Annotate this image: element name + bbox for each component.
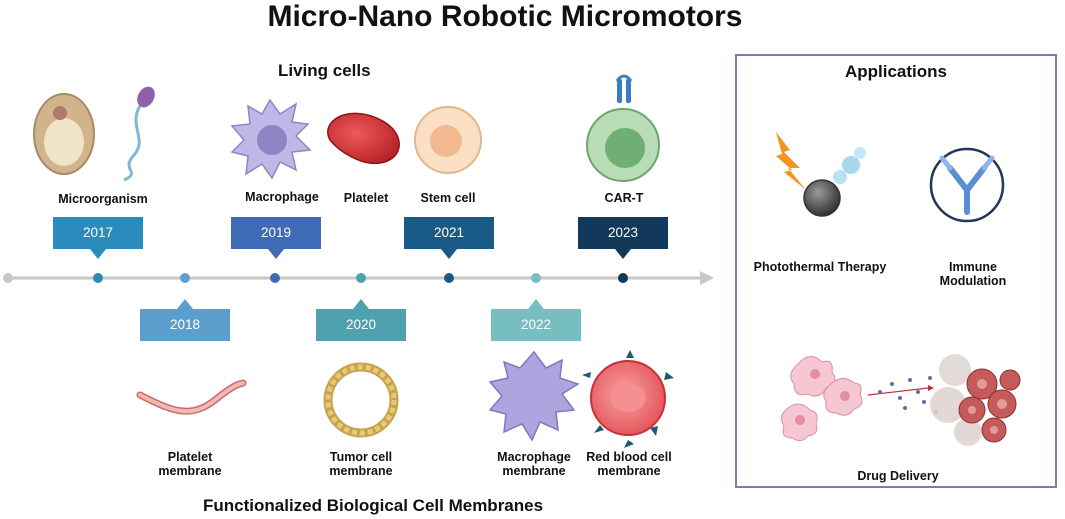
label-rbc-membrane: Red blood cell membrane [574,450,684,478]
year-2018: 2018 [140,299,230,341]
photothermal-icon [776,132,866,217]
label-stem-cell: Stem cell [420,191,476,205]
label-platelet-membrane-line2: membrane [158,464,222,478]
label-tumor-membrane: Tumor cell membrane [311,450,411,478]
immune-modulation-icon [929,147,1005,223]
rbc-membrane-icon [582,350,674,448]
label-rbc-membrane-line2: membrane [597,464,661,478]
applications-heading: Applications [844,62,947,81]
tumor-membrane-icon [323,362,399,438]
label-photothermal-therapy: Photothermal Therapy [753,260,887,274]
timeline-dots [93,273,628,283]
year-2017: 2017 [53,217,143,259]
microorganism-cell-icon [33,93,95,175]
timeline-axis [3,271,714,285]
macrophage-membrane-icon [488,350,580,442]
label-tumor-membrane-line2: membrane [329,464,393,478]
label-tumor-membrane-line1: Tumor cell [329,450,393,464]
label-car-t: CAR-T [604,191,644,205]
label-macrophage-membrane-line1: Macrophage [497,450,571,464]
year-2020: 2020 [316,299,406,341]
label-immune-modulation: Immune Modulation [939,260,1007,288]
platelet-cell-icon [327,112,400,165]
page-title: Micro-Nano Robotic Micromotors [267,0,743,33]
membranes-heading: Functionalized Biological Cell Membranes [203,496,544,515]
year-2021: 2021 [404,217,494,259]
applications-panel [735,54,1057,488]
label-macrophage-membrane: Macrophage membrane [484,450,584,478]
label-macrophage-membrane-line2: membrane [502,464,566,478]
label-platelet-membrane: Platelet membrane [140,450,240,478]
stem-cell-icon [414,106,482,174]
car-t-cell-icon [586,74,660,182]
label-platelet-membrane-line1: Platelet [167,450,213,464]
year-2022: 2022 [491,299,581,341]
living-cells-heading: Living cells [278,61,371,80]
label-drug-delivery: Drug Delivery [857,469,939,483]
label-microorganism: Microorganism [58,192,148,206]
label-macrophage: Macrophage [245,190,319,204]
macrophage-cell-icon [230,98,312,180]
label-platelet: Platelet [343,191,389,205]
platelet-membrane-icon [136,379,247,415]
year-2023: 2023 [578,217,668,259]
year-2019: 2019 [231,217,321,259]
drug-delivery-icon [780,354,1021,446]
sperm-icon [123,86,155,182]
label-rbc-membrane-line1: Red blood cell [586,450,672,464]
